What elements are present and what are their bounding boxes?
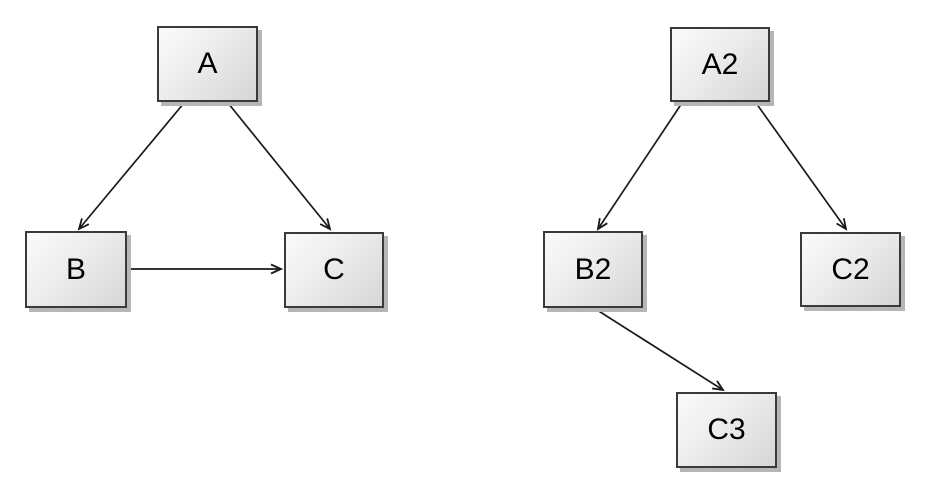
node-C[interactable]: C xyxy=(284,232,384,308)
edge-A2-to-B2 xyxy=(596,102,683,231)
edge-A-to-C xyxy=(227,102,332,231)
node-B[interactable]: B xyxy=(25,231,127,308)
node-A[interactable]: A xyxy=(157,26,258,102)
node-A2[interactable]: A2 xyxy=(670,27,770,102)
edge-B2-to-C3 xyxy=(593,307,725,392)
node-B2[interactable]: B2 xyxy=(543,231,643,308)
edge-A2-to-C2 xyxy=(755,102,848,231)
node-C2[interactable]: C2 xyxy=(800,232,901,307)
node-C3[interactable]: C3 xyxy=(676,392,777,468)
edge-A-to-B xyxy=(77,102,185,231)
